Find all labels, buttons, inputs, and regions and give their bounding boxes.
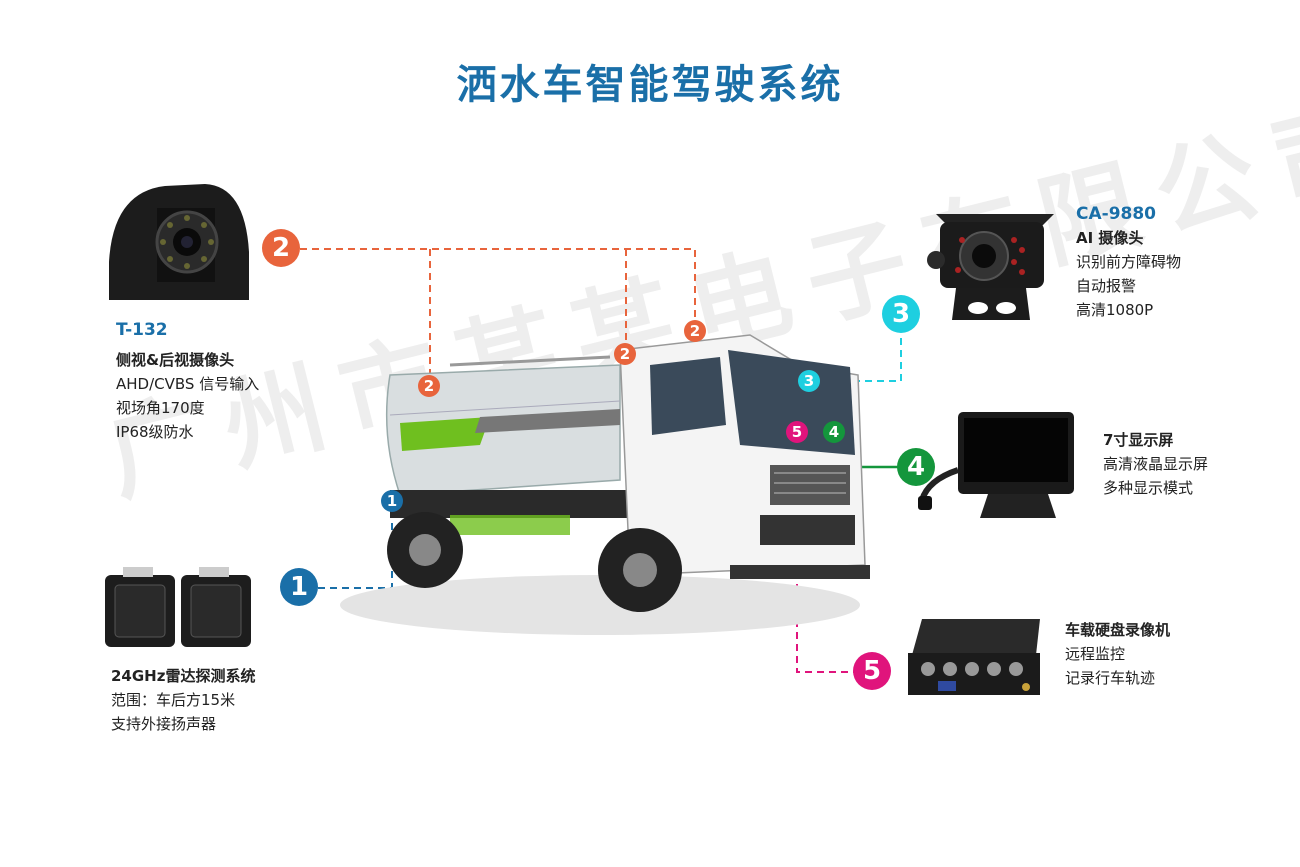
badge-2-small-b: 2 <box>614 343 636 365</box>
radar-sensor-image <box>105 567 251 647</box>
ai-camera-info: CA-9880 AI 摄像头 识别前方障碍物 自动报警 高清1080P <box>1076 202 1181 322</box>
line-2 <box>300 248 696 382</box>
side-camera-spec-2: 视场角170度 <box>116 399 205 417</box>
ai-camera-spec-1: 识别前方障碍物 <box>1076 253 1182 271</box>
radar-name: 24GHz雷达探测系统 <box>111 667 256 685</box>
monitor-name: 7寸显示屏 <box>1103 431 1174 449</box>
monitor-image <box>918 412 1074 518</box>
dvr-spec-2: 记录行车轨迹 <box>1065 669 1156 687</box>
badge-5-small: 5 <box>786 421 808 443</box>
badge-5-large: 5 <box>853 652 891 690</box>
badge-2-small-c: 2 <box>418 375 440 397</box>
dvr-image <box>908 619 1040 695</box>
ai-camera-model: CA-9880 <box>1076 204 1157 224</box>
radar-info: 24GHz雷达探测系统 范围：车后方15米 支持外接扬声器 <box>111 664 255 736</box>
dvr-name: 车载硬盘录像机 <box>1065 621 1171 639</box>
monitor-spec-1: 高清液晶显示屏 <box>1103 455 1209 473</box>
ai-camera-spec-2: 自动报警 <box>1076 277 1137 295</box>
radar-spec-2: 支持外接扬声器 <box>111 715 217 733</box>
badge-2-large: 2 <box>262 229 300 267</box>
side-camera-spec-1: AHD/CVBS 信号输入 <box>116 375 260 393</box>
badge-1-large: 1 <box>280 568 318 606</box>
ai-camera-spec-3: 高清1080P <box>1076 301 1154 319</box>
badge-3-large: 3 <box>882 295 920 333</box>
dvr-info: 车载硬盘录像机 远程监控 记录行车轨迹 <box>1065 618 1170 690</box>
badge-3-small: 3 <box>798 370 820 392</box>
badge-1-small: 1 <box>381 490 403 512</box>
dvr-spec-1: 远程监控 <box>1065 645 1126 663</box>
monitor-info: 7寸显示屏 高清液晶显示屏 多种显示模式 <box>1103 428 1208 500</box>
water-truck-image <box>340 334 870 635</box>
side-camera-spec-3: IP68级防水 <box>116 423 194 441</box>
side-camera-image <box>109 184 249 300</box>
badge-4-small: 4 <box>823 421 845 443</box>
ai-camera-name: AI 摄像头 <box>1076 229 1144 247</box>
radar-spec-1: 范围：车后方15米 <box>111 691 236 709</box>
side-camera-name: 侧视&后视摄像头 <box>116 351 235 369</box>
page-title: 洒水车智能驾驶系统 <box>456 62 844 108</box>
side-camera-info: T-132 侧视&后视摄像头 AHD/CVBS 信号输入 视场角170度 IP6… <box>116 318 259 444</box>
side-camera-model: T-132 <box>116 320 168 340</box>
ai-camera-image <box>927 214 1054 320</box>
monitor-spec-2: 多种显示模式 <box>1103 479 1194 497</box>
badge-2-small-a: 2 <box>684 320 706 342</box>
badge-4-large: 4 <box>897 448 935 486</box>
